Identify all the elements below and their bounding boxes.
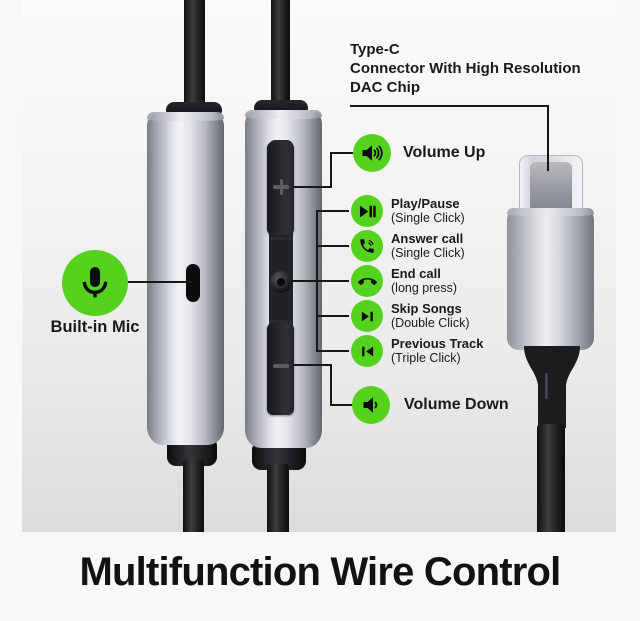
callout-line	[332, 404, 353, 406]
left-remote-bottom-cable	[183, 460, 204, 532]
multifunction-button	[270, 271, 292, 293]
type-c-strain-relief	[524, 346, 580, 428]
callout-line	[350, 105, 549, 107]
function-label: Answer call (Single Click)	[391, 231, 465, 260]
type-c-note-line: Connector With High Resolution	[350, 60, 581, 77]
callout-line	[293, 364, 332, 366]
callout-line	[292, 280, 349, 282]
mic-label: Built-in Mic	[50, 318, 140, 336]
skip-songs-badge	[351, 300, 383, 332]
volume-up-label: Volume Up	[403, 144, 486, 161]
function-label: Play/Pause (Single Click)	[391, 196, 465, 225]
wire-remote-back	[147, 112, 224, 445]
right-remote-top-cable	[271, 0, 290, 110]
volume-down-label: Volume Down	[404, 396, 509, 413]
play-pause-icon	[359, 205, 376, 217]
previous-track-badge	[351, 335, 383, 367]
callout-line	[316, 210, 349, 212]
callout-line	[330, 152, 332, 188]
type-c-connector-body	[507, 208, 594, 350]
callout-line	[332, 152, 353, 154]
type-c-plug	[530, 162, 572, 214]
mic-badge	[62, 250, 128, 316]
volume-down-button	[267, 323, 294, 415]
play-pause-badge	[351, 195, 383, 227]
left-remote-top-cable	[184, 0, 205, 112]
function-label: Skip Songs (Double Click)	[391, 301, 470, 330]
microphone-icon	[82, 267, 108, 298]
callout-line	[293, 186, 332, 188]
plus-icon	[279, 179, 283, 195]
page-title: Multifunction Wire Control	[79, 550, 562, 594]
answer-call-icon	[360, 239, 374, 253]
type-c-note-line: Type-C	[350, 41, 400, 58]
callout-line	[316, 350, 349, 352]
previous-track-icon	[361, 346, 373, 356]
callout-line	[128, 281, 192, 283]
speaker-volume-up-icon	[362, 145, 383, 161]
answer-call-badge	[351, 230, 383, 262]
mic-hole	[186, 264, 200, 302]
minus-icon	[273, 364, 289, 368]
end-call-badge	[351, 265, 383, 297]
callout-line	[330, 364, 332, 406]
function-label: End call (long press)	[391, 266, 457, 295]
volume-up-badge	[353, 134, 391, 172]
right-remote-bottom-cable	[267, 464, 289, 532]
callout-line	[316, 245, 349, 247]
volume-down-badge	[352, 386, 390, 424]
type-c-cable	[537, 424, 565, 532]
function-label: Previous Track (Triple Click)	[391, 336, 484, 365]
skip-next-icon	[361, 311, 373, 321]
callout-line	[316, 315, 349, 317]
type-c-note-line: DAC Chip	[350, 79, 420, 96]
speaker-volume-down-icon	[363, 397, 378, 413]
type-c-note: Type-C Connector With High Resolution DA…	[350, 40, 581, 97]
callout-line	[547, 105, 549, 171]
end-call-icon	[357, 277, 377, 285]
